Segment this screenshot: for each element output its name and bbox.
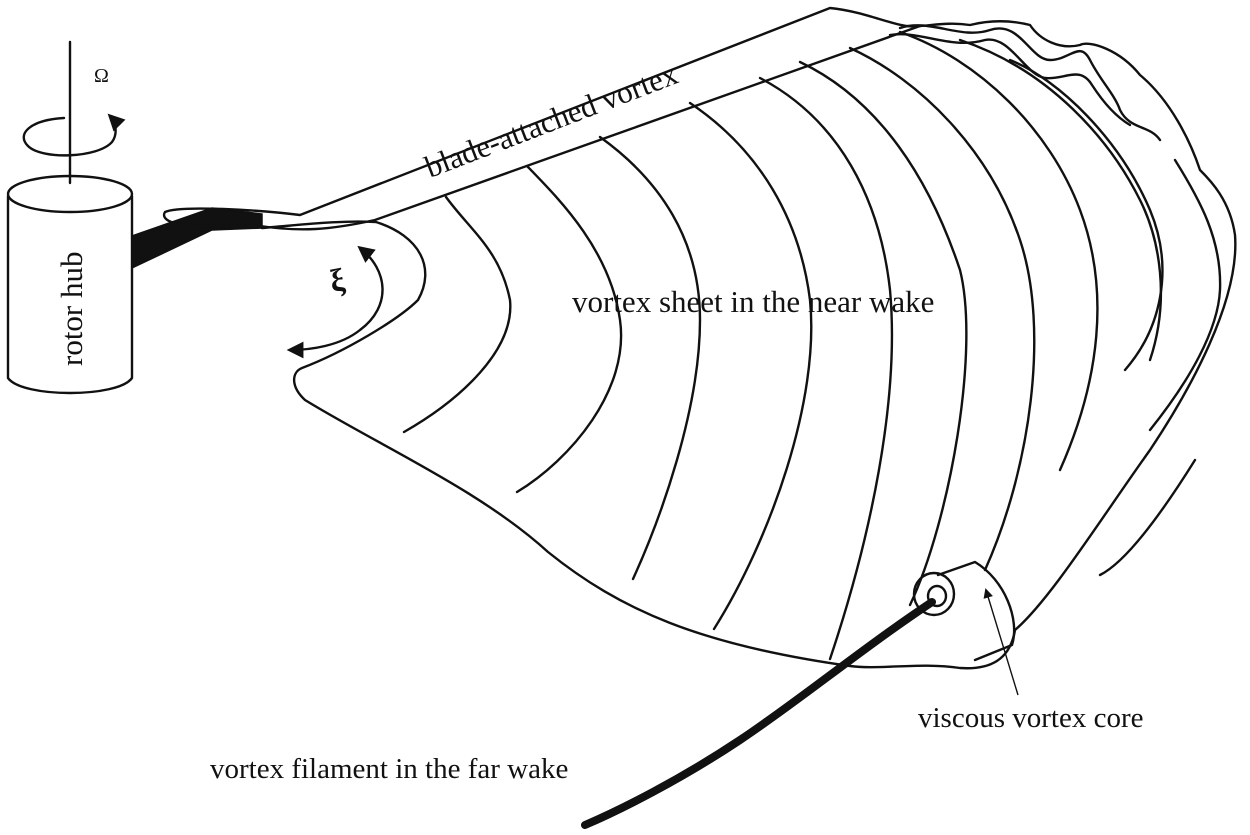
rotation-arrow: [22, 113, 126, 157]
rotor-hub-label: rotor hub: [54, 251, 89, 366]
shed-vortex-line: [798, 60, 968, 607]
shed-vortex-line: [758, 76, 894, 661]
wake-trailing-edge: [888, 33, 1132, 127]
wake-spiral-inner: [1008, 58, 1164, 372]
shed-vortex-line: [898, 30, 1099, 472]
blade-root: [131, 207, 263, 270]
viscous-core-pointer: [983, 588, 1019, 696]
wake-spiral-inner: [1098, 458, 1197, 577]
shed-vortex-line: [402, 195, 512, 434]
viscous-core-label: viscous vortex core: [918, 702, 1144, 734]
shed-vortex-line: [598, 135, 702, 581]
near-wake-sheet-label: vortex sheet in the near wake: [572, 284, 934, 319]
xi-symbol: ξ: [327, 261, 348, 299]
xi-direction-arrow: [286, 245, 384, 359]
shed-vortex-line: [515, 164, 623, 494]
viscous-vortex-core: [912, 560, 1016, 662]
far-wake-filament-label: vortex filament in the far wake: [210, 753, 568, 785]
shed-vortex-line: [958, 38, 1163, 362]
shed-vortex-line: [848, 46, 1036, 572]
wake-spiral-inner: [1148, 158, 1222, 432]
blade-attached-vortex-label: blade-attached vortex: [420, 56, 683, 185]
omega-symbol: Ω: [94, 65, 109, 87]
shed-vortex-line: [688, 101, 813, 631]
far-wake-filament: [581, 598, 936, 829]
rotor-hub: [6, 174, 134, 395]
wake-trailing-edge: [898, 24, 1162, 142]
